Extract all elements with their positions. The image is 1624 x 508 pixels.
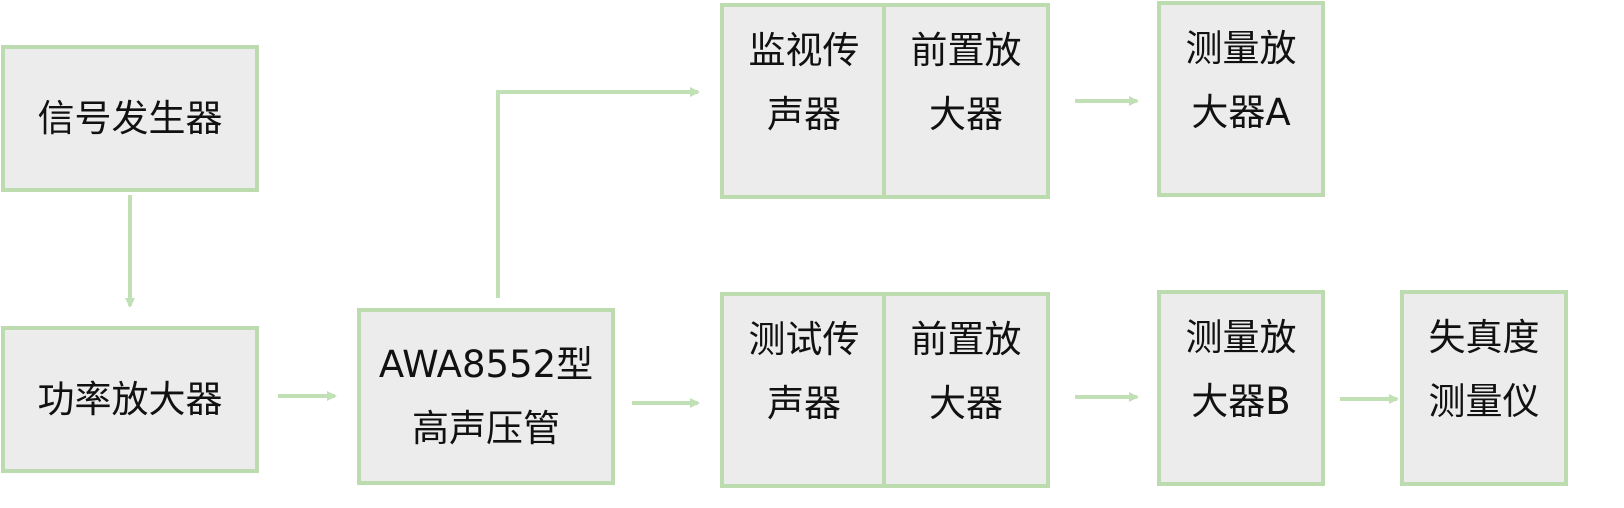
preamp-top-line2: 大器	[929, 93, 1003, 136]
monitor-sensor-box: 监视传 声器	[720, 3, 888, 199]
preamp-top-box: 前置放 大器	[882, 3, 1050, 199]
measurement-amp-a-line1: 测量放	[1185, 27, 1297, 70]
high-pressure-tube-box: AWA8552型 高声压管	[357, 308, 615, 485]
test-sensor-line1: 测试传	[748, 318, 860, 361]
measurement-amp-a-box: 测量放 大器A	[1157, 1, 1325, 197]
monitor-sensor-line2: 声器	[767, 93, 841, 136]
monitor-sensor-line1: 监视传	[748, 29, 860, 72]
power-amplifier-box: 功率放大器	[1, 326, 259, 473]
test-sensor-box: 测试传 声器	[720, 292, 888, 488]
measurement-amp-b-line1: 测量放	[1185, 316, 1297, 359]
arrow-tube-to-monitor-sensor	[496, 87, 700, 298]
power-amplifier-label: 功率放大器	[37, 377, 223, 421]
measurement-amp-b-box: 测量放 大器B	[1157, 290, 1325, 486]
distortion-meter-line1: 失真度	[1428, 316, 1540, 359]
tube-label-line1: AWA8552型	[378, 342, 594, 386]
preamp-bottom-line2: 大器	[929, 382, 1003, 425]
preamp-bottom-line1: 前置放	[910, 318, 1022, 361]
test-sensor-line2: 声器	[767, 382, 841, 425]
preamp-bottom-box: 前置放 大器	[882, 292, 1050, 488]
tube-label-line2: 高声压管	[412, 406, 560, 450]
preamp-top-line1: 前置放	[910, 29, 1022, 72]
measurement-amp-a-line2: 大器A	[1191, 91, 1291, 134]
distortion-meter-box: 失真度 测量仪	[1400, 290, 1568, 486]
signal-generator-box: 信号发生器	[1, 45, 259, 192]
measurement-amp-b-line2: 大器B	[1191, 380, 1291, 423]
signal-generator-label: 信号发生器	[37, 96, 223, 140]
distortion-meter-line2: 测量仪	[1428, 380, 1540, 423]
